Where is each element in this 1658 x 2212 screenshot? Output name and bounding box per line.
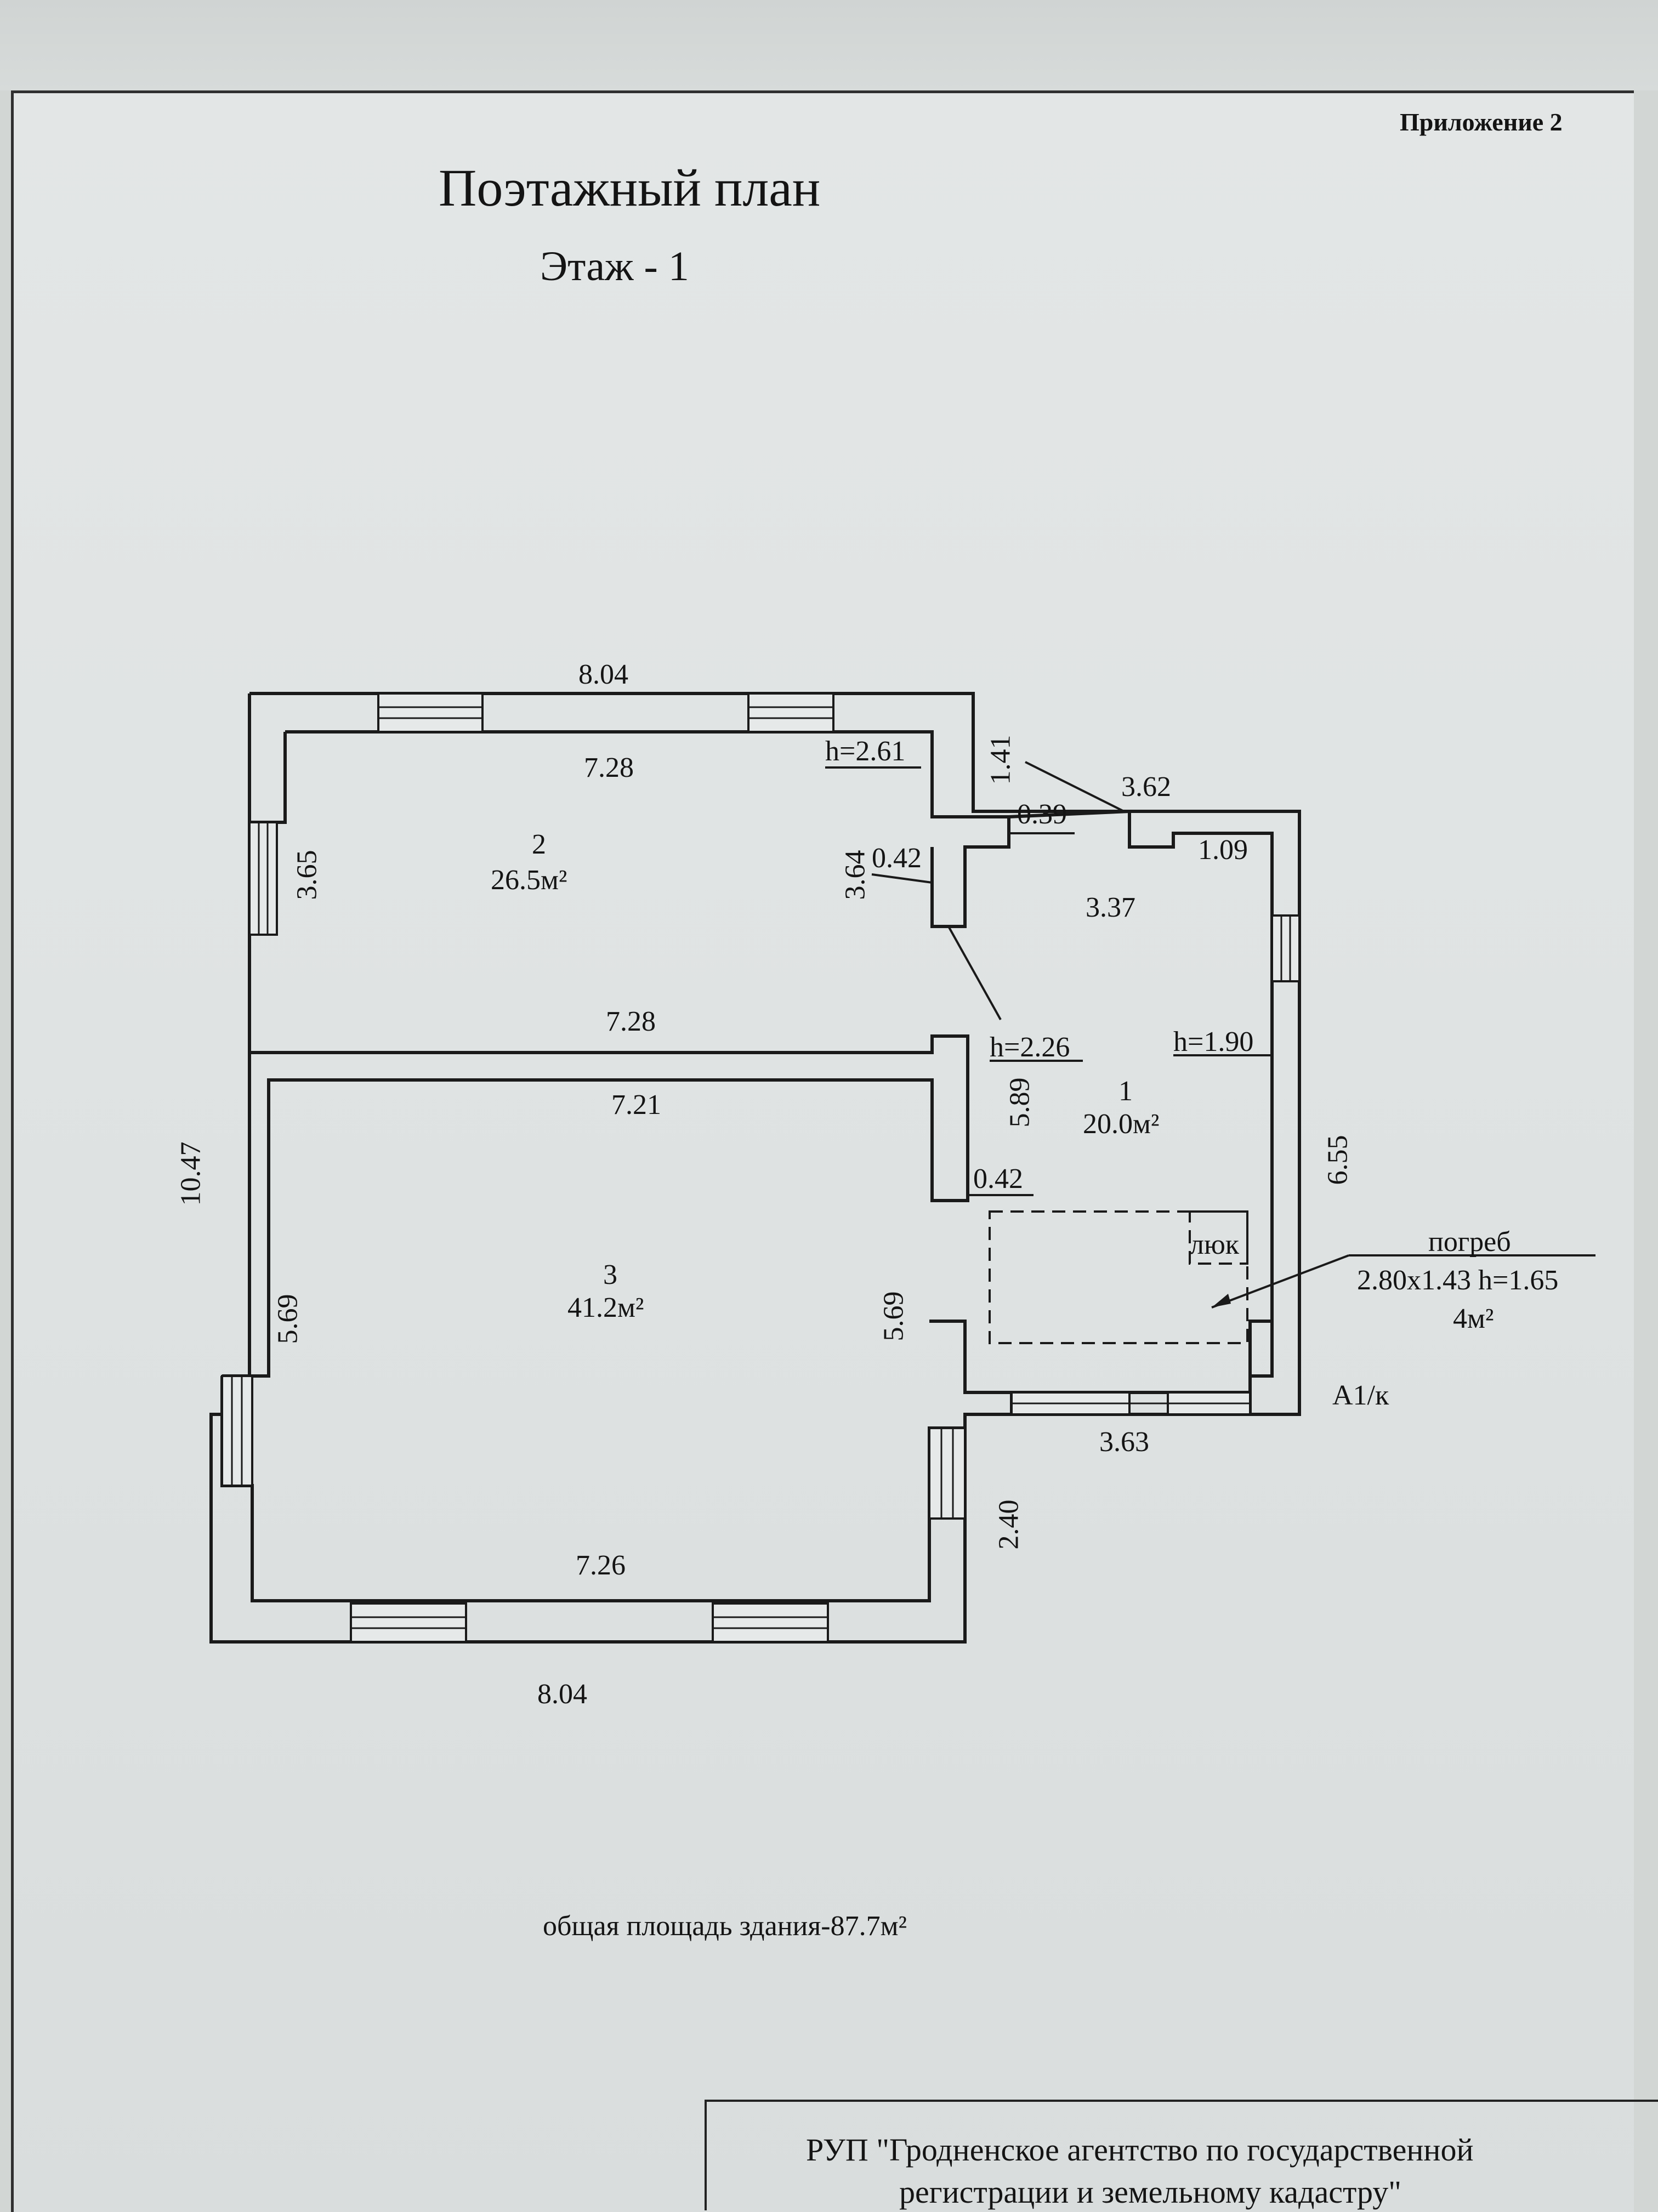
inner-wall-line <box>285 730 1010 928</box>
cellar-size: 2.80x1.43 h=1.65 <box>1357 1265 1559 1296</box>
dim-room2-top: 7.28 <box>584 752 634 783</box>
dim-top-outer: 8.04 <box>578 659 628 690</box>
dim-room2-height: h=2.61 <box>825 736 906 767</box>
window-right-room3 <box>928 1427 966 1520</box>
leader-0-42 <box>871 873 933 884</box>
room1-right-wall <box>1128 811 1274 1414</box>
background-sheet-edge <box>0 0 1658 90</box>
leader-h-2-26 <box>947 926 1002 1020</box>
window-left-room2 <box>248 821 278 936</box>
room-1-number: 1 <box>1118 1076 1133 1107</box>
dim-3-64: 3.64 <box>839 850 871 900</box>
organization-line-1: РУП "Гродненское агентство по государств… <box>806 2132 1474 2168</box>
page-title: Поэтажный план <box>439 158 821 217</box>
entrance-label: А1/к <box>1332 1380 1389 1411</box>
window-bottom-left <box>350 1602 467 1643</box>
window-left-room3 <box>221 1375 253 1487</box>
dim-10-47: 10.47 <box>175 1141 207 1206</box>
document-sheet <box>11 90 1634 2212</box>
left-inner-wall <box>249 732 287 824</box>
dim-5-69-right: 5.69 <box>878 1291 910 1341</box>
dim-3-62: 3.62 <box>1121 771 1171 803</box>
total-area: общая площадь здания-87.7м² <box>543 1910 907 1942</box>
dim-h-2-26: h=2.26 <box>990 1032 1070 1063</box>
leader-arrowhead <box>1212 1294 1231 1307</box>
dim-7-26: 7.26 <box>576 1550 626 1581</box>
room-2-number: 2 <box>532 829 546 860</box>
room-3-area: 41.2м² <box>567 1292 644 1323</box>
dim-0-42-upper: 0.42 <box>872 843 922 874</box>
cellar-label: погреб <box>1428 1226 1511 1258</box>
dim-0-39: 0.39 <box>1017 799 1067 830</box>
organization-stamp-box <box>705 2100 1658 2210</box>
dim-3-65: 3.65 <box>291 850 323 900</box>
window-top-left <box>377 692 484 733</box>
room-1-area: 20.0м² <box>1083 1108 1160 1140</box>
dim-7-21: 7.21 <box>611 1089 661 1121</box>
window-bottom-right <box>712 1602 829 1643</box>
room3-right-wall <box>929 1320 1013 1414</box>
cellar-area: 4м² <box>1453 1303 1494 1334</box>
dim-6-55: 6.55 <box>1322 1135 1354 1185</box>
room-2-area: 26.5м² <box>491 865 567 896</box>
dim-room2-bottom: 7.28 <box>606 1006 656 1037</box>
dim-2-40: 2.40 <box>993 1499 1025 1550</box>
floor-label: Этаж - 1 <box>540 243 689 289</box>
dim-3-37: 3.37 <box>1086 892 1135 923</box>
leader-1-41 <box>1025 761 1125 812</box>
dim-1-09: 1.09 <box>1198 834 1248 866</box>
organization-line-2: регистрации и земельному кадастру" <box>899 2174 1401 2210</box>
dim-3-63: 3.63 <box>1099 1426 1149 1458</box>
appendix-label: Приложение 2 <box>1400 108 1563 136</box>
cellar-hatch <box>1189 1210 1248 1265</box>
cellar-hatch-label: люк <box>1190 1229 1240 1260</box>
room1-bottom-inner <box>965 1320 1272 1394</box>
dim-h-1-90: h=1.90 <box>1173 1026 1254 1057</box>
dim-5-89: 5.89 <box>1004 1077 1036 1128</box>
diagonal-wall <box>1008 810 1130 818</box>
dim-bottom-outer: 8.04 <box>537 1679 587 1710</box>
dim-5-69-left: 5.69 <box>272 1294 304 1344</box>
window-top-right <box>747 692 834 733</box>
window-right-room1 <box>1271 914 1301 982</box>
outer-wall <box>209 692 1301 1644</box>
door-bottom-room1 <box>1010 1391 1251 1415</box>
dim-1-41: 1.41 <box>985 735 1017 785</box>
partition-2-3 <box>222 1034 969 1378</box>
leader-cellar <box>1211 1254 1349 1309</box>
dim-0-42-lower: 0.42 <box>973 1163 1023 1195</box>
room-3-number: 3 <box>603 1259 617 1290</box>
cellar-outline <box>989 1210 1248 1344</box>
